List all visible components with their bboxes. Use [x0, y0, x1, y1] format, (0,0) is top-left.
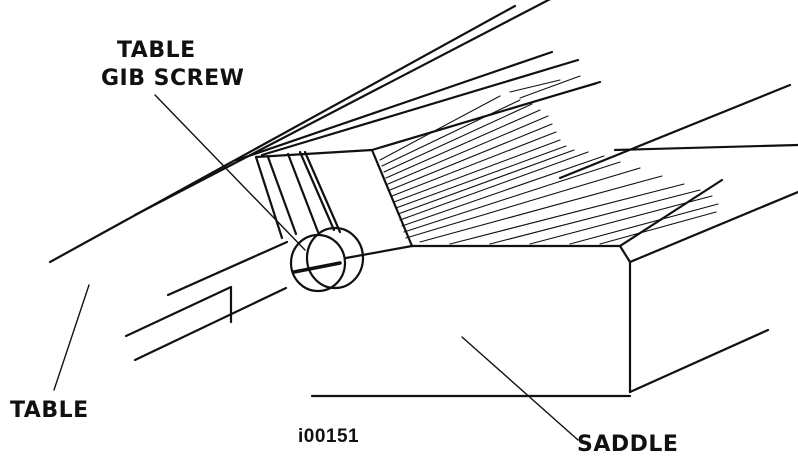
saddle-front-left: [344, 244, 414, 260]
saddle-right-bottom: [628, 328, 770, 394]
saddle-right-top: [628, 190, 798, 264]
saddle-label: SADDLE: [577, 432, 679, 457]
leader-gib-screw: [154, 94, 306, 251]
gib-strip-outer: [298, 150, 336, 232]
gib-strip-left: [254, 155, 284, 240]
surface-hatching: [379, 75, 719, 245]
saddle-top-right-edge: [613, 143, 798, 152]
table-inner-edge-2: [260, 58, 580, 157]
saddle-top-right-edge-2: [558, 83, 792, 180]
table-side-line-2: [133, 286, 288, 362]
table-label: TABLE: [10, 398, 89, 423]
dovetail-left-face: [303, 150, 342, 234]
leader-table: [53, 284, 90, 391]
table-side-line-1: [124, 285, 233, 338]
gib-screw-label-line1: TABLE: [117, 38, 196, 63]
gib-screw-label-line2: GIB SCREW: [101, 66, 245, 91]
table-front-line: [166, 240, 289, 297]
gib-strip-mid: [266, 155, 298, 236]
figure-id-label: i00151: [298, 426, 360, 447]
gib-top-edge: [254, 148, 374, 159]
table-top-edge-lower: [133, 0, 551, 217]
gib-screw-head: [289, 233, 347, 293]
gib-strip-right: [286, 152, 320, 234]
saddle-dovetail-left: [370, 148, 414, 248]
gib-screw-collar: [305, 226, 365, 290]
saddle-dovetail-right: [618, 178, 724, 248]
table-inner-edge: [235, 50, 554, 162]
saddle-front-corner: [618, 244, 632, 394]
gib-screw-slot: [292, 261, 342, 274]
table-top-edge-upper: [48, 4, 517, 264]
leader-saddle: [461, 336, 579, 441]
